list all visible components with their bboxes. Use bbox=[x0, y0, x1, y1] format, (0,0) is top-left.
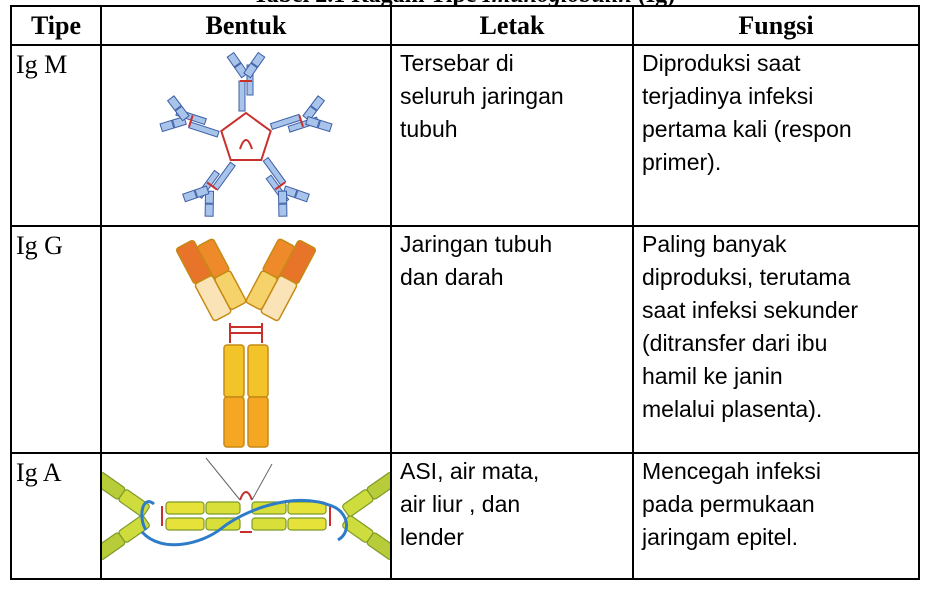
fungsi-line: Mencegah infeksi bbox=[642, 458, 821, 484]
igg-monomer-image bbox=[175, 238, 317, 448]
caption-suffix: (Ig) bbox=[632, 0, 675, 8]
fungsi-line: saat infeksi sekunder bbox=[642, 297, 859, 323]
iga-dimer-image bbox=[102, 457, 390, 560]
cell-letak: Jaringan tubuh dan darah bbox=[390, 225, 634, 454]
igm-pentamer-image bbox=[159, 51, 333, 217]
header-bentuk: Bentuk bbox=[100, 5, 392, 46]
caption-italic: Imunoglobulin bbox=[482, 0, 631, 8]
immunoglobulin-table: Tipe Bentuk Letak Fungsi Ig M Tersebar d… bbox=[10, 5, 920, 580]
cell-tipe: Ig G bbox=[10, 225, 102, 454]
table-row: Ig M Tersebar di seluruh jaringan tubuh … bbox=[10, 44, 920, 227]
header-letak: Letak bbox=[390, 5, 634, 46]
cell-bentuk bbox=[100, 452, 392, 580]
fungsi-line: diproduksi, terutama bbox=[642, 264, 851, 290]
cell-tipe: Ig M bbox=[10, 44, 102, 227]
table-caption: Tabel 2.1 Ragam Tipe Imunoglobulin (Ig) bbox=[0, 0, 928, 8]
table-row: Ig A bbox=[10, 452, 920, 580]
letak-line: dan darah bbox=[400, 264, 504, 290]
caption-prefix: Tabel 2.1 Ragam Tipe bbox=[253, 0, 483, 8]
cell-letak: ASI, air mata, air liur , dan lender bbox=[390, 452, 634, 580]
letak-line: Tersebar di bbox=[400, 50, 514, 76]
cell-fungsi: Diproduksi saat terjadinya infeksi perta… bbox=[632, 44, 920, 227]
fungsi-line: Diproduksi saat bbox=[642, 50, 801, 76]
table-header-row: Tipe Bentuk Letak Fungsi bbox=[10, 5, 920, 46]
fungsi-line: terjadinya infeksi bbox=[642, 83, 814, 109]
fungsi-line: jaringam epitel. bbox=[642, 524, 798, 550]
fungsi-line: (ditransfer dari ibu bbox=[642, 330, 828, 356]
table-row: Ig G bbox=[10, 225, 920, 454]
cell-letak: Tersebar di seluruh jaringan tubuh bbox=[390, 44, 634, 227]
letak-line: Jaringan tubuh bbox=[400, 231, 553, 257]
fungsi-line: hamil ke janin bbox=[642, 363, 783, 389]
letak-line: ASI, air mata, bbox=[400, 458, 540, 484]
letak-line: seluruh jaringan bbox=[400, 83, 564, 109]
cell-fungsi: Paling banyak diproduksi, terutama saat … bbox=[632, 225, 920, 454]
letak-line: air liur , dan bbox=[400, 491, 521, 517]
letak-line: lender bbox=[400, 524, 464, 550]
cell-tipe: Ig A bbox=[10, 452, 102, 580]
header-fungsi: Fungsi bbox=[632, 5, 920, 46]
letak-line: tubuh bbox=[400, 116, 458, 142]
fungsi-line: Paling banyak bbox=[642, 231, 787, 257]
fungsi-line: melalui plasenta). bbox=[642, 396, 823, 422]
cell-bentuk bbox=[100, 225, 392, 454]
fungsi-line: pertama kali (respon bbox=[642, 116, 852, 142]
header-tipe: Tipe bbox=[10, 5, 102, 46]
fungsi-line: pada permukaan bbox=[642, 491, 815, 517]
cell-bentuk bbox=[100, 44, 392, 227]
fungsi-line: primer). bbox=[642, 149, 722, 175]
cell-fungsi: Mencegah infeksi pada permukaan jaringam… bbox=[632, 452, 920, 580]
